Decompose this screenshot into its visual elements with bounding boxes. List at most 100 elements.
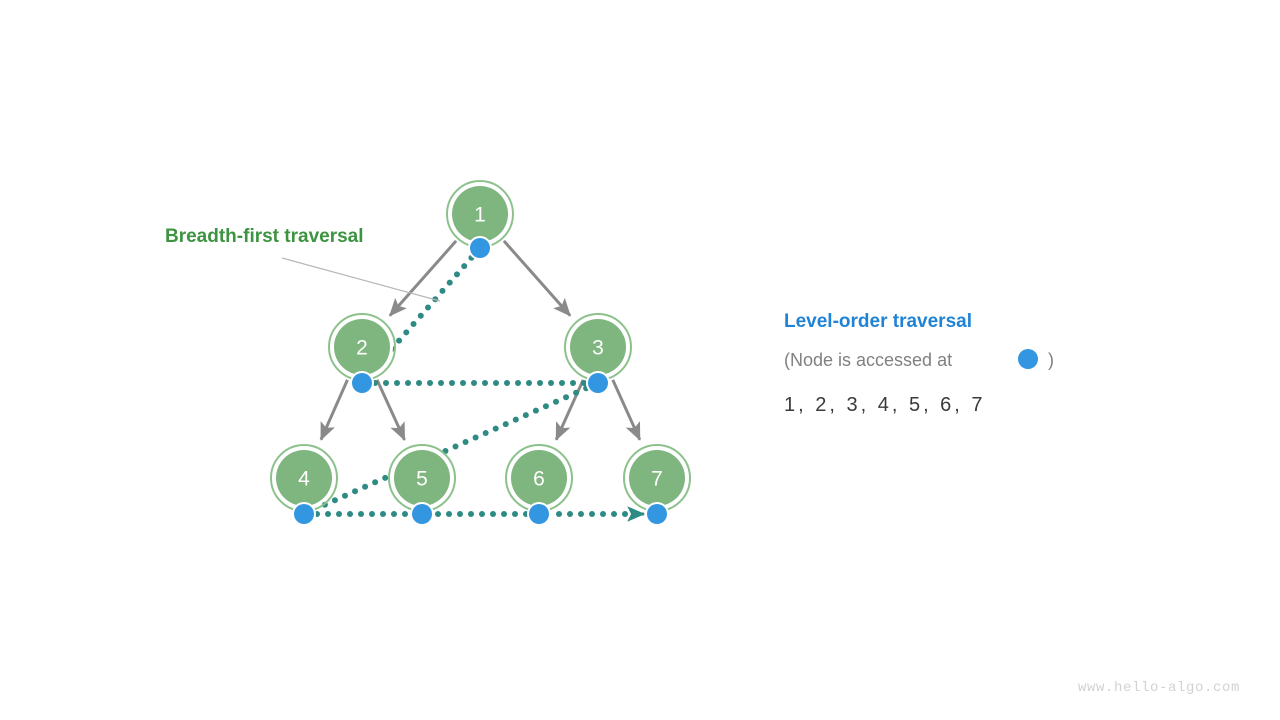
path-dot-icon: [537, 380, 543, 386]
path-dot-icon: [446, 511, 452, 517]
tree-edge: [388, 239, 458, 317]
node-circle: [452, 186, 508, 242]
panel-title: Level-order traversal: [784, 311, 972, 332]
path-dot-icon: [526, 380, 532, 386]
path-dot-icon: [336, 511, 342, 517]
path-dot-icon: [460, 380, 466, 386]
visit-dot-icon: [352, 373, 372, 393]
node-label: 1: [474, 204, 486, 227]
path-dot-icon: [402, 511, 408, 517]
path-dot-icon: [417, 312, 424, 319]
tree-node: 3: [564, 313, 632, 381]
path-dot-icon: [471, 380, 477, 386]
visit-dot-icon: [647, 504, 667, 524]
path-dot-icon: [352, 488, 359, 495]
node-label: 4: [298, 468, 310, 491]
visit-dot-icon: [470, 238, 490, 258]
tree-edge: [611, 379, 642, 441]
panel-note-after: ): [1048, 350, 1054, 370]
path-dot-icon: [622, 511, 628, 517]
path-dot-icon: [468, 511, 474, 517]
path-dot-icon: [391, 511, 397, 517]
path-dot-icon: [532, 407, 539, 414]
path-dot-icon: [457, 511, 463, 517]
path-dot-icon: [479, 511, 485, 517]
path-dot-icon: [581, 380, 587, 386]
path-dot-icon: [416, 380, 422, 386]
path-dot-icon: [362, 483, 369, 490]
tree-node: 6: [505, 444, 573, 512]
panel-note-before: (Node is accessed at: [784, 350, 952, 370]
node-circle: [511, 450, 567, 506]
path-dot-icon: [449, 380, 455, 386]
tree-edges: [319, 239, 642, 441]
bfs-annotation: Breadth-first traversal: [165, 226, 441, 302]
path-dot-icon: [347, 511, 353, 517]
path-dot-icon: [482, 380, 488, 386]
path-dot-icon: [589, 511, 595, 517]
path-dot-icon: [559, 380, 565, 386]
path-dot-icon: [453, 271, 460, 278]
path-dot-icon: [502, 421, 509, 428]
tree-node: 7: [623, 444, 691, 512]
path-dot-icon: [331, 497, 338, 504]
path-dot-icon: [570, 380, 576, 386]
path-dot-icon: [504, 380, 510, 386]
node-circle: [570, 319, 626, 375]
path-dot-icon: [552, 398, 559, 405]
traversal-segment: [314, 506, 646, 522]
path-dot-icon: [438, 380, 444, 386]
legend-panel: Level-order traversal (Node is accessed …: [784, 311, 1054, 416]
path-dot-icon: [425, 304, 432, 311]
node-circle: [629, 450, 685, 506]
path-dot-icon: [567, 511, 573, 517]
watermark: www.hello-algo.com: [1078, 680, 1240, 696]
tree-node: 1: [446, 180, 514, 248]
bfs-label: Breadth-first traversal: [165, 226, 364, 247]
path-dot-icon: [600, 511, 606, 517]
path-dot-icon: [410, 321, 417, 328]
node-label: 3: [592, 337, 604, 360]
path-dot-icon: [493, 380, 499, 386]
path-dot-icon: [452, 443, 459, 450]
legend-visit-dot-icon: [1018, 349, 1038, 369]
path-dot-icon: [542, 403, 549, 410]
node-circle: [276, 450, 332, 506]
path-dot-icon: [427, 380, 433, 386]
path-dot-icon: [490, 511, 496, 517]
path-dot-icon: [394, 380, 400, 386]
path-dot-icon: [461, 263, 468, 270]
path-dot-icon: [341, 492, 348, 499]
path-dot-icon: [578, 511, 584, 517]
path-dot-icon: [396, 337, 403, 344]
path-dot-icon: [548, 380, 554, 386]
path-dot-icon: [512, 511, 518, 517]
tree-node: 5: [388, 444, 456, 512]
path-dot-icon: [325, 511, 331, 517]
path-dot-icon: [403, 329, 410, 336]
path-dot-icon: [369, 511, 375, 517]
visit-dot-icon: [588, 373, 608, 393]
tree-node: 2: [328, 313, 396, 381]
path-dot-icon: [405, 380, 411, 386]
path-dot-icon: [472, 434, 479, 441]
path-dot-icon: [556, 511, 562, 517]
path-dot-icon: [522, 412, 529, 419]
path-dot-icon: [383, 380, 389, 386]
node-label: 2: [356, 337, 368, 360]
path-dot-icon: [462, 439, 469, 446]
path-dot-icon: [439, 287, 446, 294]
tree-edge: [554, 379, 585, 441]
node-label: 6: [533, 468, 545, 491]
traversal-segment: [372, 380, 587, 386]
path-dot-icon: [382, 474, 389, 481]
path-dot-icon: [482, 430, 489, 437]
node-label: 7: [651, 468, 663, 491]
path-dot-icon: [380, 511, 386, 517]
visit-dot-icon: [412, 504, 432, 524]
bfs-leader-line: [281, 257, 441, 302]
path-dot-icon: [358, 511, 364, 517]
tree-edge: [502, 239, 572, 317]
path-dot-icon: [563, 394, 570, 401]
